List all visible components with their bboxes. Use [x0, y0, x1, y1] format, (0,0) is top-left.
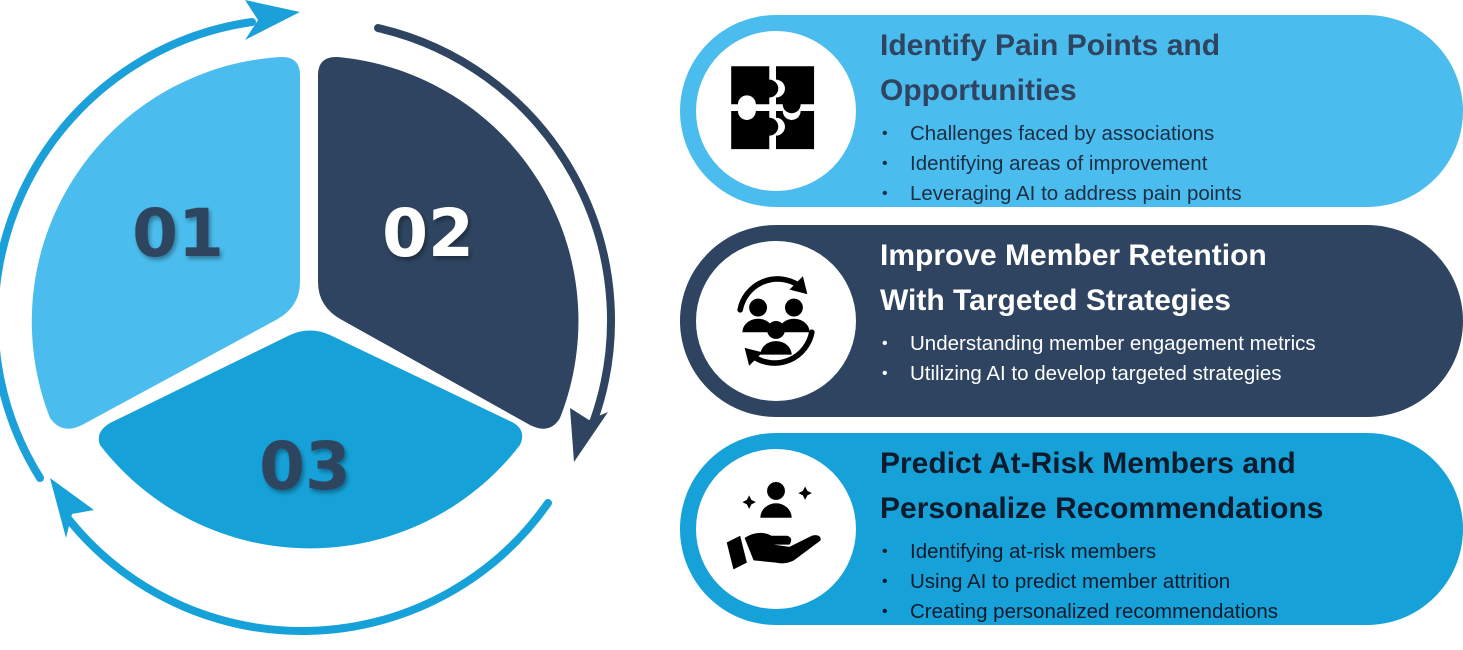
card-title-line: With Targeted Strategies [880, 284, 1231, 317]
arrow-arc-top [0, 18, 256, 482]
segment-number-03: 03 [259, 428, 351, 505]
segment-01 [31, 56, 301, 429]
card-predict-at-risk: Predict At-Risk Members and Personalize … [680, 433, 1463, 627]
hand-person-icon [726, 481, 821, 570]
card-improve-retention: Improve Member Retention With Targeted S… [680, 225, 1463, 417]
card-bullet: Utilizing AI to develop targeted strateg… [880, 359, 1423, 389]
card-bullet: Identifying at-risk members [880, 537, 1423, 567]
arrow-arc-bottom [62, 499, 552, 636]
card-title-line: Personalize Recommendations [880, 492, 1324, 525]
segment-number-01: 01 [132, 195, 224, 272]
arrow-head-bottom [50, 478, 94, 538]
card-icon-circle [696, 31, 856, 191]
card-bullet: Understanding member engagement metrics [880, 329, 1423, 359]
card-bullet: Challenges faced by associations [880, 119, 1423, 149]
card-title-line: Identify Pain Points and [880, 29, 1221, 62]
card-identify-pain-points: Identify Pain Points and Opportunities C… [680, 15, 1463, 209]
card-bullet: Creating personalized recommendations [880, 597, 1423, 627]
card-bullet: Using AI to predict member attrition [880, 567, 1423, 597]
card-bullet-list: Identifying at-risk members Using AI to … [880, 537, 1423, 627]
arrow-head-top [245, 0, 300, 40]
card-title: Identify Pain Points and Opportunities [880, 23, 1423, 113]
card-title-line: Predict At-Risk Members and [880, 447, 1296, 480]
segment-03 [98, 330, 523, 549]
card-icon-circle [696, 449, 856, 609]
cycle-diagram: 01 02 03 [0, 0, 616, 636]
member-cycle-icon [737, 276, 815, 366]
segment-02 [318, 56, 579, 429]
card-title: Improve Member Retention With Targeted S… [880, 233, 1423, 323]
puzzle-icon [731, 66, 815, 150]
card-title: Predict At-Risk Members and Personalize … [880, 441, 1423, 531]
card-bullet-list: Understanding member engagement metrics … [880, 329, 1423, 389]
arrow-head-right [570, 408, 608, 462]
arrow-arc-right [374, 24, 616, 424]
card-icon-circle [696, 241, 856, 401]
segment-number-02: 02 [382, 195, 474, 272]
card-bullet: Leveraging AI to address pain points [880, 179, 1423, 209]
card-bullet-list: Challenges faced by associations Identif… [880, 119, 1423, 209]
card-title-line: Opportunities [880, 74, 1077, 107]
card-title-line: Improve Member Retention [880, 239, 1267, 272]
card-bullet: Identifying areas of improvement [880, 149, 1423, 179]
